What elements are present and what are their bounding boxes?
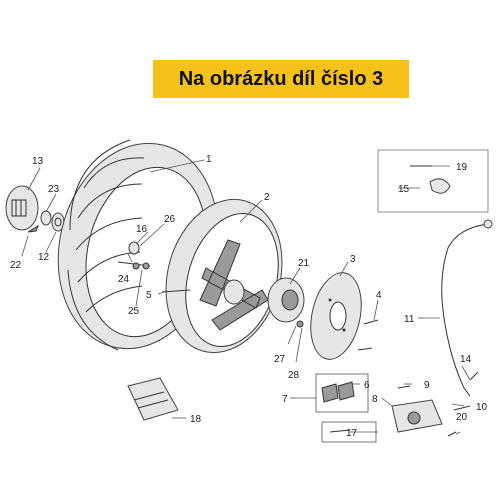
callout-27: 27	[274, 354, 286, 365]
callout-28: 28	[288, 370, 300, 381]
callout-8: 8	[372, 394, 378, 405]
callout-25: 25	[128, 306, 140, 317]
brake-caliper-part	[391, 385, 471, 437]
sensor-disc-part	[5, 185, 40, 233]
callout-1: 1	[206, 154, 212, 165]
hub-flange-part	[267, 277, 305, 328]
bearing-part	[40, 210, 65, 232]
callout-9: 9	[424, 380, 430, 391]
callout-18: 18	[190, 414, 202, 425]
callout-19: 19	[456, 162, 468, 173]
manual-part	[127, 377, 179, 421]
disc-bolt-part	[357, 319, 379, 351]
callout-3: 3	[350, 254, 356, 265]
part-number-banner: Na obrázku díl číslo 3	[153, 60, 409, 98]
callout-21: 21	[298, 258, 310, 269]
rim-part	[161, 198, 283, 354]
callout-5: 5	[146, 290, 152, 301]
leader-lines	[21, 159, 471, 435]
callout-15: 15	[398, 184, 410, 195]
hub-axle-part	[117, 241, 151, 270]
callout-labels: 1 2 3 4 5 6 7 8 9 10 11 12 13 14 15 16 1…	[10, 154, 488, 439]
callout-11: 11	[404, 314, 415, 325]
brake-disc-part	[310, 272, 362, 360]
callout-12: 12	[38, 252, 50, 263]
brake-hose-part	[441, 219, 493, 397]
callout-22: 22	[10, 260, 22, 271]
callout-10: 10	[476, 402, 488, 413]
callout-4: 4	[376, 290, 382, 301]
callout-17: 17	[346, 428, 358, 439]
callout-26: 26	[164, 214, 176, 225]
callout-6: 6	[364, 380, 370, 391]
callout-23: 23	[48, 184, 60, 195]
callout-20: 20	[456, 412, 468, 423]
brake-pads-part	[315, 373, 369, 413]
callout-14: 14	[460, 354, 472, 365]
callout-7: 7	[282, 394, 288, 405]
callout-24: 24	[118, 274, 130, 285]
hose-clamp-part	[377, 149, 489, 213]
callout-16: 16	[136, 224, 148, 235]
callout-13: 13	[32, 156, 44, 167]
callout-2: 2	[264, 192, 270, 203]
